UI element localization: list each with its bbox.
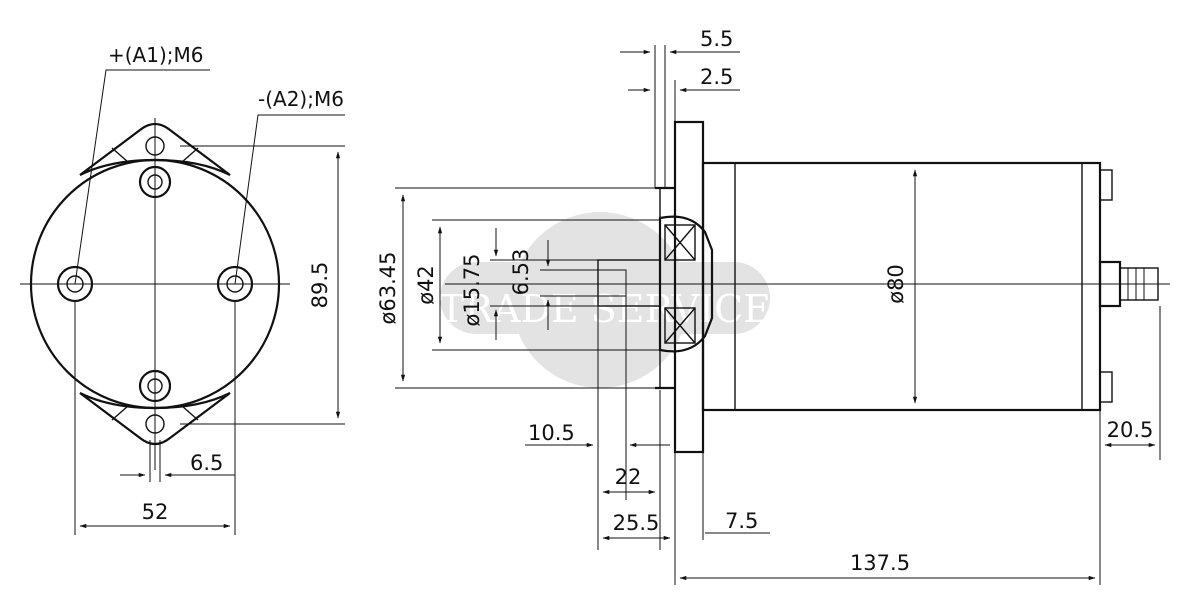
dim-137-5: 137.5 [850, 551, 910, 575]
dim-6-5: 6.5 [190, 451, 223, 475]
dim-52: 52 [142, 500, 169, 524]
watermark-text: TRADE SERVICE [439, 287, 771, 331]
mounting-flange [673, 120, 705, 454]
bearing-top-cross [664, 224, 696, 261]
terminal-a2-label: -(A2);M6 [258, 87, 344, 111]
front-view: +(A1);M6 -(A2);M6 89.5 6.5 52 [20, 43, 345, 535]
dim-dia-80: ø80 [884, 264, 908, 304]
dim-dia-42: ø42 [414, 265, 438, 305]
leader-a1 [74, 69, 210, 285]
flange-outline [79, 122, 231, 176]
bearing-boss [658, 215, 714, 353]
terminal-stud [1119, 267, 1159, 301]
bearing-bottom-cross [664, 307, 696, 344]
leader-a2 [234, 114, 345, 285]
dim-6-53: 6.53 [509, 249, 533, 296]
dim-dia-15-75: ø15.75 [460, 254, 484, 327]
terminal-stud-thread [1127, 268, 1145, 300]
dim-20-5: 20.5 [1107, 418, 1154, 442]
dim-89-5: 89.5 [308, 262, 332, 309]
shaft-key [597, 269, 627, 297]
bearing-top [664, 224, 696, 261]
flange-hatch [111, 147, 199, 163]
rear-bolt-top [1099, 169, 1113, 201]
dim-25-5: 25.5 [613, 511, 660, 535]
side-view: 5.5 2.5 ø63.45 ø42 ø15.75 6.53 ø80 [376, 27, 1170, 585]
flange-outline-bottom [79, 392, 231, 446]
dim-2-5: 2.5 [700, 65, 733, 89]
dim-22: 22 [615, 465, 642, 489]
watermark: TRADE SERVICE [439, 212, 771, 388]
dim-5-5: 5.5 [700, 27, 733, 51]
dim-7-5: 7.5 [725, 509, 758, 533]
bearing-bottom [664, 307, 696, 344]
terminal-a1-label: +(A1);M6 [108, 43, 204, 67]
dim-10-5: 10.5 [528, 421, 575, 445]
rear-bolt-bottom [1099, 371, 1113, 403]
dim-dia-63-45: ø63.45 [376, 252, 400, 325]
flange-hatch-bottom [111, 405, 199, 421]
